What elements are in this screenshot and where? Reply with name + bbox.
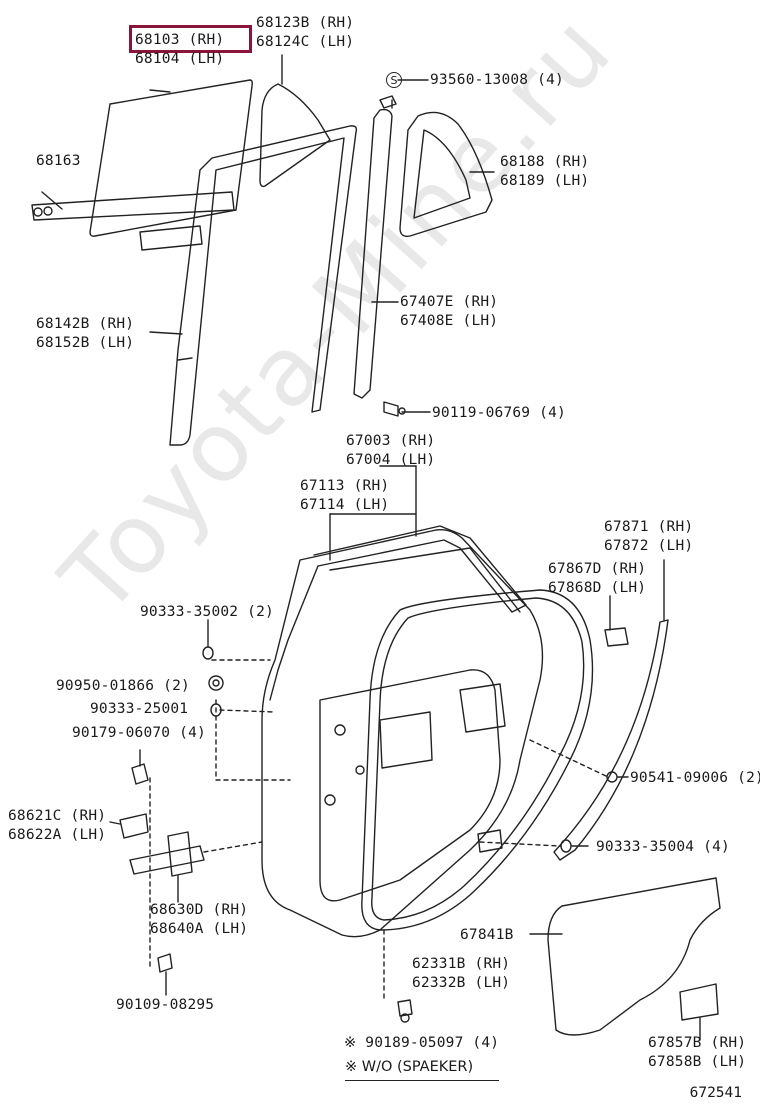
label-68188: 68188 (RH) — [500, 154, 590, 170]
outer-weatherstrip — [553, 619, 669, 861]
label-68640a: 68640A (LH) — [150, 921, 249, 937]
label-68103: 68103 (RH) — [135, 32, 225, 48]
label-67858b: 67858B (LH) — [648, 1054, 747, 1070]
label-68124c: 68124C (LH) — [256, 34, 355, 50]
door-panel-inner — [319, 669, 501, 902]
glass-channel — [31, 191, 235, 221]
diagram-code: 672541 — [689, 1085, 742, 1101]
label-68104: 68104 (LH) — [135, 51, 225, 67]
label-90109: 90109-08295 — [116, 997, 215, 1013]
label-67004: 67004 (LH) — [346, 452, 436, 468]
label-68189: 68189 (LH) — [500, 173, 590, 189]
label-62331b: 62331B (RH) — [412, 956, 511, 972]
door-check — [129, 845, 205, 875]
label-67872: 67872 (LH) — [604, 538, 694, 554]
label-90119: 90119-06769 (4) — [432, 405, 566, 421]
quarter-glass — [259, 83, 331, 188]
label-67857b: 67857B (RH) — [648, 1035, 747, 1051]
label-90189: ※ 90189-05097 (4) — [344, 1035, 500, 1051]
label-68621c: 68621C (RH) — [8, 808, 107, 824]
glass-bracket — [139, 225, 203, 251]
s-marker-icon: S — [386, 72, 402, 88]
door-panel-outer — [261, 528, 544, 938]
rear-channel — [353, 108, 393, 399]
label-67408e: 67408E (LH) — [400, 313, 499, 329]
label-68630d: 68630D (RH) — [150, 902, 249, 918]
label-67114: 67114 (LH) — [300, 497, 390, 513]
service-hole-cover — [547, 877, 721, 1036]
label-90333-25001: 90333-25001 — [90, 701, 189, 717]
label-62332b: 62332B (LH) — [412, 975, 511, 991]
label-90333-35002: 90333-35002 (2) — [140, 604, 274, 620]
highlight-box — [129, 25, 252, 53]
label-90179: 90179-06070 (4) — [72, 725, 206, 741]
footnote-underline — [345, 1080, 499, 1081]
label-68622a: 68622A (LH) — [8, 827, 107, 843]
speaker-cover — [679, 983, 719, 1021]
label-68152b: 68152B (LH) — [36, 335, 135, 351]
door-frame-weatherstrip — [169, 125, 358, 446]
label-68123b: 68123B (RH) — [256, 15, 355, 31]
label-67841b: 67841B — [460, 927, 514, 943]
label-67871: 67871 (RH) — [604, 519, 694, 535]
label-67868d: 67868D (LH) — [548, 580, 647, 596]
footnote: ※ W/O (SPAEKER) — [345, 1059, 474, 1075]
label-90541: 90541-09006 (2) — [630, 770, 760, 786]
label-67407e: 67407E (RH) — [400, 294, 499, 310]
label-90333-35004: 90333-35004 (4) — [596, 839, 730, 855]
label-68142b: 68142B (RH) — [36, 316, 135, 332]
label-67003: 67003 (RH) — [346, 433, 436, 449]
label-67113: 67113 (RH) — [300, 478, 390, 494]
door-weatherstrip — [361, 589, 594, 931]
label-67867d: 67867D (RH) — [548, 561, 647, 577]
door-glass — [89, 79, 253, 237]
label-90950: 90950-01866 (2) — [56, 678, 190, 694]
label-68163: 68163 — [36, 153, 81, 169]
label-93560: 93560-13008 (4) — [430, 72, 564, 88]
